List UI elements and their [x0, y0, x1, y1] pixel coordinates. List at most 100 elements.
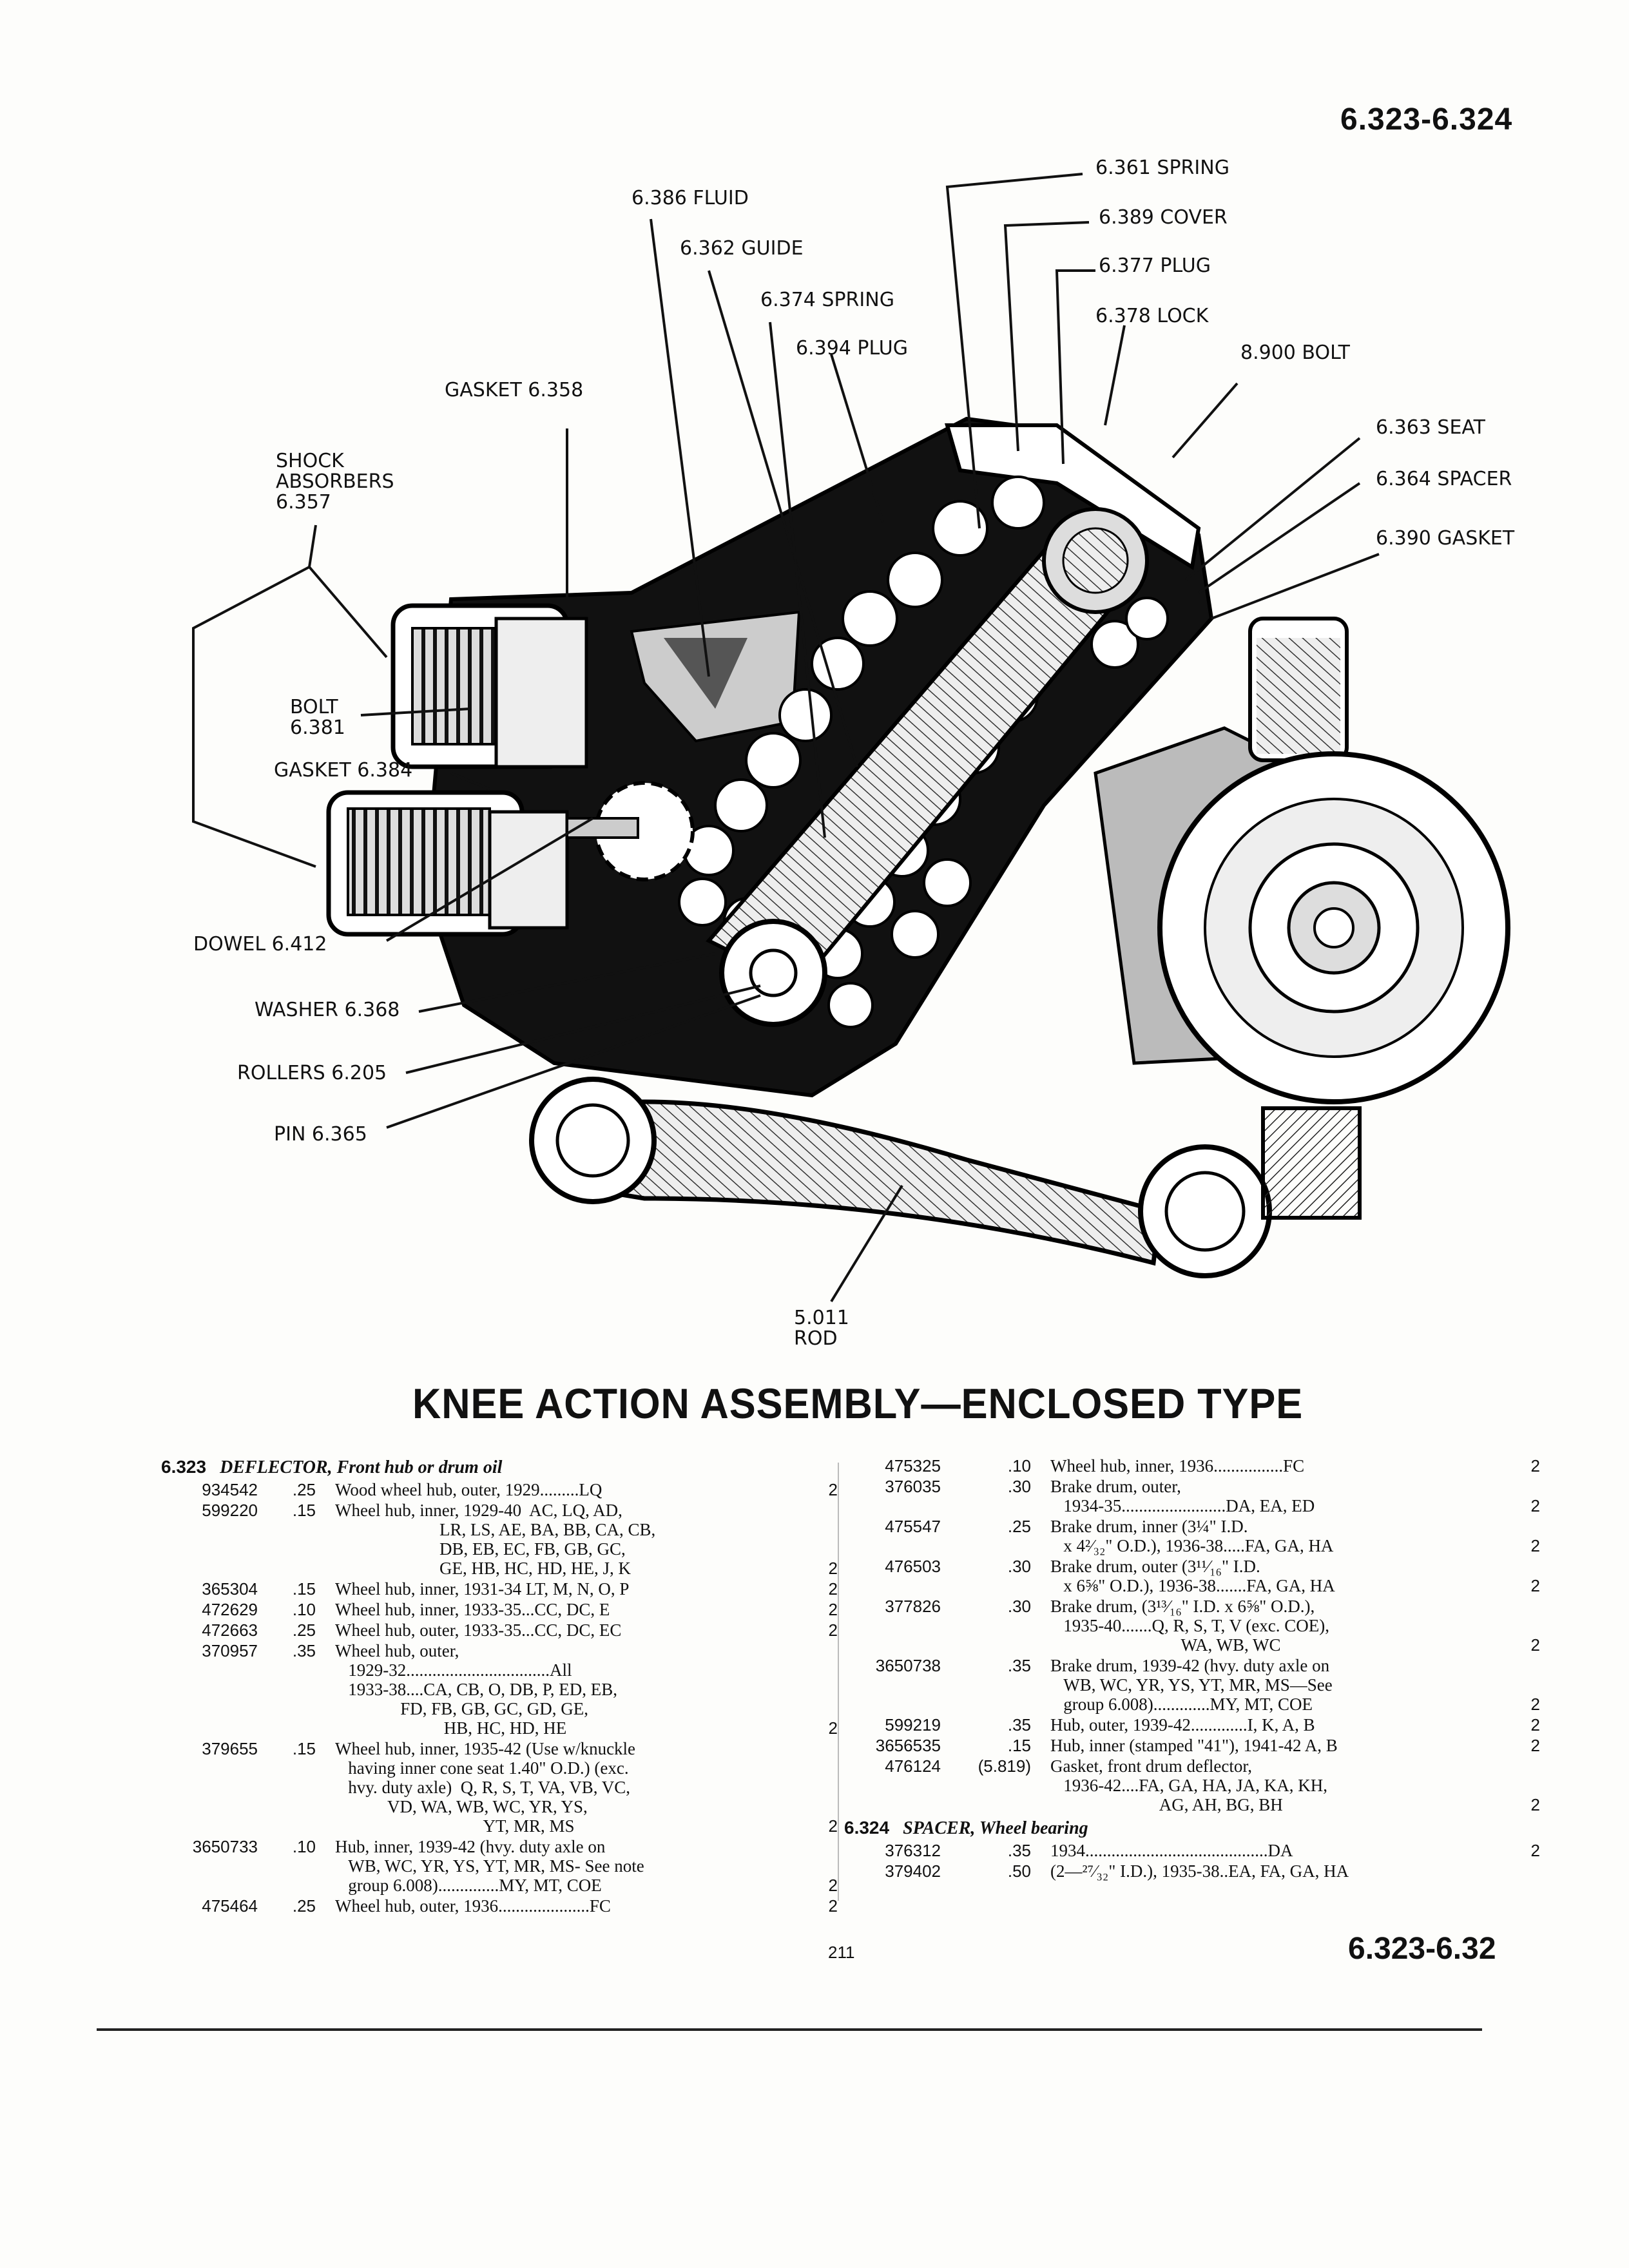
- shock-absorbers: [326, 603, 588, 937]
- part-number: 376312: [885, 1841, 941, 1860]
- label-bolt-900: 8.900 BOLT: [1240, 341, 1350, 364]
- quantity: 2: [1530, 1456, 1540, 1475]
- quantity: 2: [828, 1896, 838, 1916]
- quantity: 2: [1530, 1496, 1540, 1515]
- description: Brake drum, outer, 1934-35..............…: [1050, 1477, 1315, 1515]
- parts-column-left: 6.323 DEFLECTOR, Front hub or drum oil 9…: [161, 1456, 838, 1917]
- brake-drum: [1094, 617, 1510, 1104]
- price: .25: [292, 1896, 316, 1916]
- page-reference-top: 6.323-6.324: [1340, 102, 1513, 137]
- part-number: 379402: [885, 1861, 941, 1881]
- price: .30: [1007, 1477, 1031, 1496]
- label-dowel: DOWEL 6.412: [193, 933, 327, 956]
- quantity: [1495, 1861, 1540, 1881]
- part-number: 376035: [885, 1477, 941, 1496]
- label-bolt-381: BOLT 6.381: [290, 696, 345, 739]
- label-cover: 6.389 COVER: [1099, 206, 1228, 229]
- price: .35: [1007, 1715, 1031, 1735]
- label-guide: 6.362 GUIDE: [680, 237, 804, 260]
- quantity: 2: [1530, 1635, 1540, 1655]
- part-number: 379655: [202, 1739, 258, 1758]
- description: Wheel hub, inner, 1936................FC: [1050, 1456, 1305, 1475]
- part-row: 472663 .25 Wheel hub, outer, 1933-35...CC,…: [161, 1620, 838, 1640]
- price: .30: [1007, 1597, 1031, 1616]
- label-rod: 5.011 ROD: [794, 1307, 849, 1350]
- description: Brake drum, inner (3¼" I.D. x 4²⁄₃₂" O.D…: [1050, 1517, 1334, 1555]
- label-washer: WASHER 6.368: [255, 999, 400, 1021]
- part-row: 599219 .35 Hub, outer, 1939-42............…: [844, 1715, 1540, 1735]
- price: (5.819): [978, 1756, 1031, 1776]
- quantity: 2: [828, 1876, 838, 1895]
- quantity: 2: [828, 1816, 838, 1836]
- description: Brake drum, outer (3¹¹⁄₁₆" I.D. x 6⅝" O.…: [1050, 1557, 1335, 1595]
- price: .10: [292, 1837, 316, 1856]
- label-fluid: 6.386 FLUID: [631, 187, 749, 209]
- description: Wheel hub, outer, 1936..................…: [335, 1896, 611, 1916]
- part-number: 3650733: [192, 1837, 258, 1856]
- part-number: 370957: [202, 1641, 258, 1660]
- connecting-rod: [529, 1077, 1362, 1278]
- label-rollers: ROLLERS 6.205: [237, 1062, 387, 1084]
- label-plug-377: 6.377 PLUG: [1099, 255, 1211, 277]
- price: .35: [1007, 1656, 1031, 1675]
- part-number: 472663: [202, 1620, 258, 1640]
- parts-list-right-spacer: 376312 .35 1934...........................…: [844, 1841, 1540, 1881]
- part-number: 475547: [885, 1517, 941, 1536]
- column-divider: [838, 1463, 839, 1901]
- part-number: 365304: [202, 1579, 258, 1599]
- part-number: 476503: [885, 1557, 941, 1576]
- description: Wheel hub, inner, 1933-35...CC, DC, E: [335, 1600, 610, 1619]
- description: Hub, outer, 1939-42.............I, K, A,…: [1050, 1715, 1315, 1735]
- part-number: 599219: [885, 1715, 941, 1735]
- label-gasket-358: GASKET 6.358: [445, 379, 584, 401]
- quantity: 2: [1530, 1841, 1540, 1860]
- quantity: 2: [828, 1559, 838, 1578]
- price: .50: [1007, 1861, 1031, 1881]
- part-number: 599220: [202, 1501, 258, 1520]
- quantity: 2: [828, 1480, 838, 1499]
- quantity: 2: [828, 1579, 838, 1599]
- description: Wheel hub, inner, 1929-40 AC, LQ, AD, LR…: [335, 1501, 656, 1578]
- price: .15: [292, 1739, 316, 1758]
- description: 1934....................................…: [1050, 1841, 1293, 1860]
- quantity: 2: [828, 1718, 838, 1738]
- description: (2—²⁷⁄₃₂" I.D.), 1935-38..EA, FA, GA, HA: [1050, 1861, 1349, 1881]
- label-spring-361: 6.361 SPRING: [1095, 157, 1229, 179]
- page-reference-bottom: 6.323-6.32: [1348, 1932, 1496, 1966]
- quantity: 2: [1530, 1576, 1540, 1595]
- leader-lines: [192, 173, 1380, 1303]
- quantity: 2: [1530, 1536, 1540, 1555]
- part-number: 3656535: [875, 1736, 941, 1755]
- price: .25: [292, 1620, 316, 1640]
- label-spring-374: 6.374 SPRING: [760, 289, 894, 311]
- description: Brake drum, 1939-42 (hvy. duty axle on W…: [1050, 1656, 1333, 1714]
- quantity: 2: [1530, 1736, 1540, 1755]
- label-plug-394: 6.394 PLUG: [796, 337, 908, 360]
- part-number: 377826: [885, 1597, 941, 1616]
- bottom-rule: [97, 2028, 1482, 2031]
- part-number: 475325: [885, 1456, 941, 1475]
- quantity: 2: [1530, 1795, 1540, 1814]
- label-gasket-390: 6.390 GASKET: [1376, 527, 1515, 550]
- section-heading-6324: 6.324 SPACER, Wheel bearing: [844, 1818, 1088, 1838]
- price: .35: [1007, 1841, 1031, 1860]
- label-shock-absorbers: SHOCK ABSORBERS 6.357: [276, 450, 394, 514]
- knee-action-diagram: [192, 173, 1510, 1303]
- label-pin: PIN 6.365: [274, 1123, 367, 1146]
- part-row: 376035 .30 Brake drum, outer, 1934-35.....…: [844, 1477, 1540, 1515]
- price: .15: [1007, 1736, 1031, 1755]
- label-gasket-384: GASKET 6.384: [274, 759, 413, 782]
- description: Gasket, front drum deflector, 1936-42...…: [1050, 1756, 1327, 1814]
- description: Wheel hub, outer, 1933-35...CC, DC, EC: [335, 1620, 622, 1640]
